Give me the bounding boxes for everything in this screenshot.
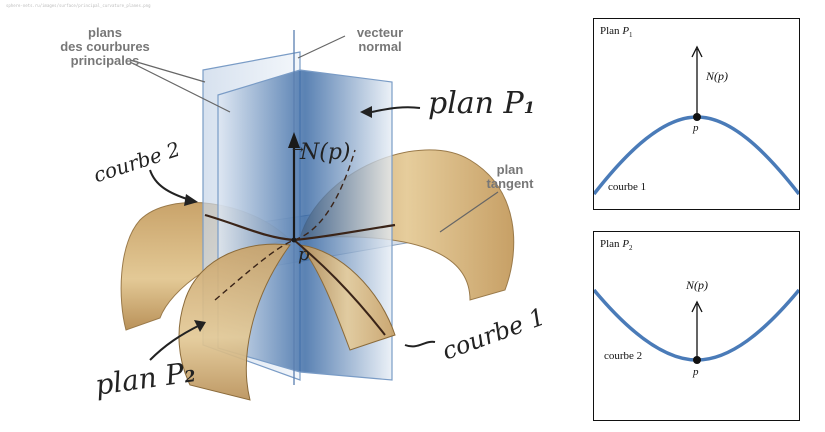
label-normal: vecteur normal xyxy=(345,26,415,54)
saddle-diagram xyxy=(120,30,515,401)
plan-p1-title-var: P xyxy=(622,25,630,37)
surface-illustration: sphere-nets.ru/images/surface/principal_… xyxy=(6,3,549,402)
plan-p2-title-word: Plan xyxy=(600,238,620,250)
label-planes-line1: plans xyxy=(88,25,122,40)
normal-vector-head-p1 xyxy=(691,45,703,58)
plan-p1-box: Plan P1 N(p) p courbe 1 xyxy=(593,18,800,210)
label-tangent-line1: plan xyxy=(496,162,524,177)
curve-1-solid xyxy=(293,239,386,336)
plan-p2-point-label: p xyxy=(693,366,699,378)
label-plan-p1: plan P1 xyxy=(428,86,535,121)
plan-p1-graph xyxy=(594,45,799,196)
label-planes-line2: des courbures xyxy=(60,39,150,54)
plan-p1-point-label: p xyxy=(693,122,699,134)
pointer-normal xyxy=(297,35,346,59)
plan-p2-normal-label: N(p) xyxy=(686,278,708,292)
label-normal-vec-arrow: → xyxy=(292,142,304,158)
normal-vector-head-p2 xyxy=(691,300,703,313)
plan-p1-curve-label: courbe 1 xyxy=(608,181,647,193)
plan-p1-normal-label: N(p) xyxy=(706,69,728,83)
plan-p1-title-word: Plan xyxy=(600,25,620,37)
plan-p2-title: Plan P2 xyxy=(600,238,633,252)
point-p-p1 xyxy=(693,113,701,121)
plan-p1-title-sub: 1 xyxy=(629,31,633,40)
saddle-front-right xyxy=(298,244,396,351)
label-normal-vec: N(p) xyxy=(300,140,351,165)
label-normal-line1: vecteur xyxy=(356,25,404,40)
arrow-courbe2 xyxy=(149,169,191,201)
arrow-plan-p2 xyxy=(149,324,201,361)
point-p-p2 xyxy=(693,356,701,364)
label-tangent-line2: tangent xyxy=(486,176,534,191)
arrow-courbe1 xyxy=(404,340,436,348)
header-url: sphere-nets.ru/images/surface/principal_… xyxy=(6,3,151,8)
label-point-p: p xyxy=(298,244,310,265)
plan-p2-title-var: P xyxy=(622,238,630,250)
label-plan-p2-sub: 2 xyxy=(183,366,197,387)
plan-p2-graph xyxy=(594,288,799,364)
label-planes: plans des courbures principales xyxy=(50,26,160,68)
label-tangent: plan tangent xyxy=(480,163,540,191)
plan-p1-title: Plan P1 xyxy=(600,25,633,39)
label-normal-line2: normal xyxy=(358,39,402,54)
saddle-front-left xyxy=(178,243,291,401)
label-plan-p1-text: plan P xyxy=(428,86,524,121)
arrow-plan-p1 xyxy=(371,106,421,113)
point-p-marker xyxy=(291,237,297,243)
plan-p2-box: Plan P2 N(p) p courbe 2 xyxy=(593,231,800,421)
label-planes-line3: principales xyxy=(70,53,140,68)
plan-p2-title-sub: 2 xyxy=(629,244,633,253)
normal-vector-head xyxy=(288,132,300,148)
label-plan-p1-sub: 1 xyxy=(523,98,535,117)
plan-p2-curve-label: courbe 2 xyxy=(604,350,643,362)
pointer-planes-1 xyxy=(129,59,206,83)
pointer-tangent xyxy=(439,191,499,233)
pointer-planes-2 xyxy=(129,61,231,113)
